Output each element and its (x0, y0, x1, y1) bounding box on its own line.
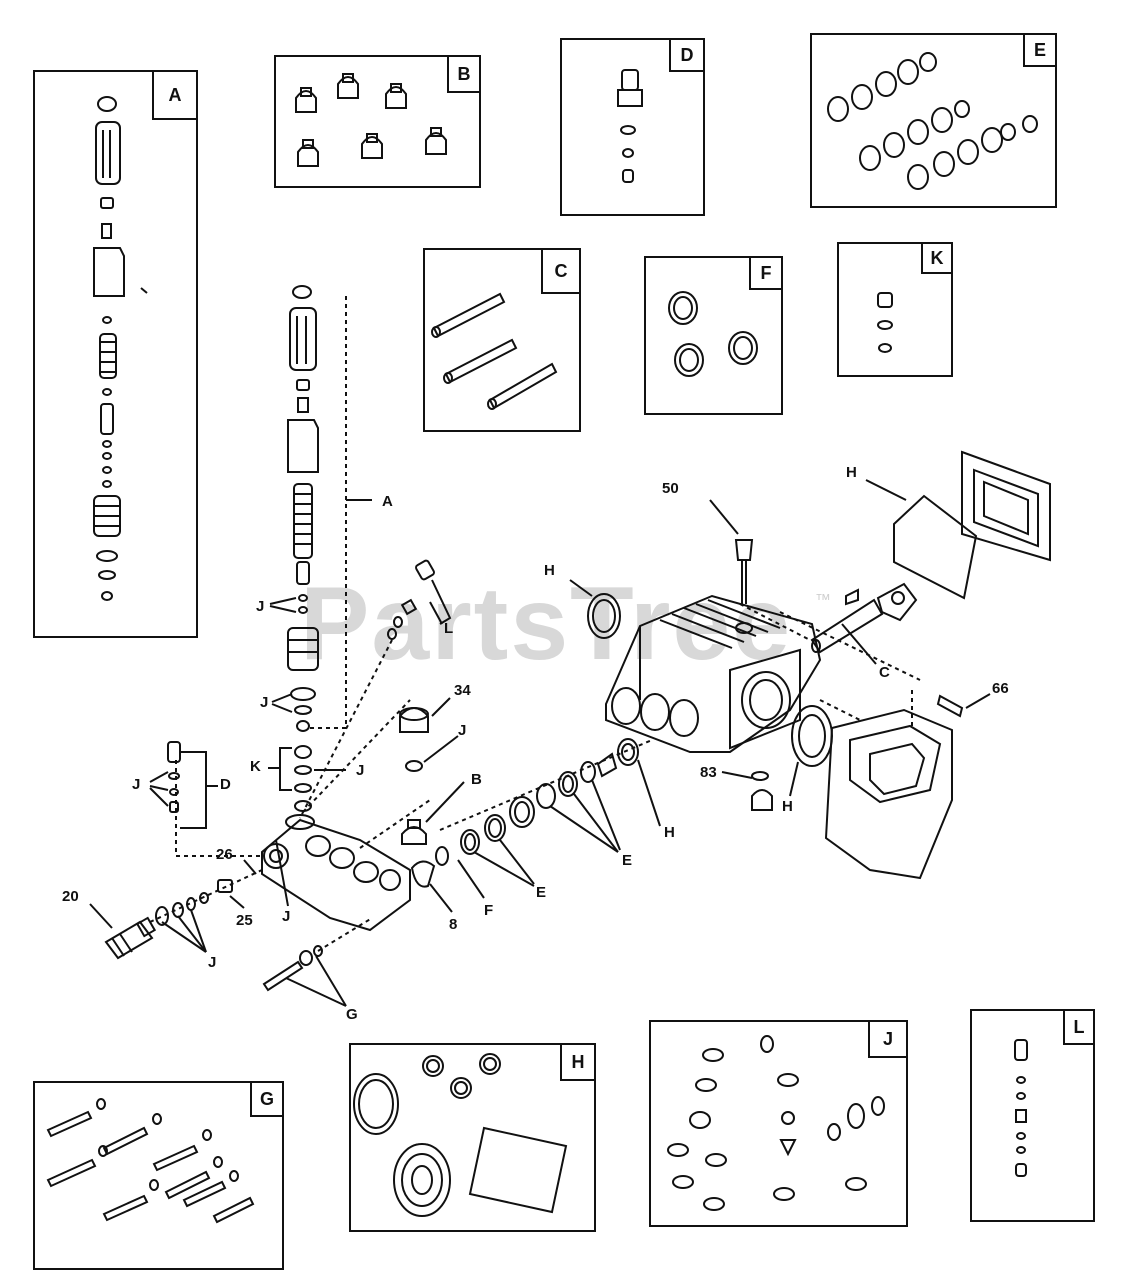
kit-e-parts (827, 52, 1038, 190)
kit-label-b: B (447, 55, 481, 93)
kit-b-parts (295, 73, 447, 167)
kit-box-f: F (644, 256, 783, 415)
callout-j-manifold: J (282, 908, 291, 925)
callout-j-plug: J (458, 722, 467, 739)
callout-h-seal-front: H (664, 824, 675, 841)
callout-20: 20 (62, 888, 79, 905)
callout-a: A (382, 493, 393, 510)
kit-box-b: B (274, 55, 481, 188)
kit-box-l: L (970, 1009, 1095, 1222)
watermark: PartsTree (300, 566, 793, 682)
kit-label-h: H (560, 1043, 596, 1081)
kit-label-g: G (250, 1081, 284, 1117)
kit-label-l: L (1063, 1009, 1095, 1045)
callout-f: F (484, 902, 494, 919)
rear-cover-and-gasket (779, 450, 1051, 681)
callout-25: 25 (236, 912, 253, 929)
callout-e-lower: E (536, 884, 547, 901)
callout-e-upper: E (622, 852, 633, 869)
callout-h-gasket: H (846, 464, 857, 481)
leader-lines (161, 597, 346, 953)
kit-l-stack (299, 559, 452, 819)
callout-34: 34 (454, 682, 471, 699)
kit-label-e: E (1023, 33, 1057, 67)
callout-8: 8 (449, 916, 458, 933)
kit-box-k: K (837, 242, 953, 377)
kit-a-parts (93, 96, 148, 601)
manifold (175, 699, 431, 932)
callout-l: L (444, 620, 454, 637)
crankcase (569, 499, 822, 753)
callout-66: 66 (992, 680, 1009, 697)
kit-k-parts (877, 292, 893, 353)
kit-c-parts (431, 292, 558, 410)
kit-d-parts (617, 69, 643, 183)
callout-h-side-cover: H (544, 562, 555, 579)
kit-l-parts (1014, 1039, 1028, 1177)
callout-k: K (250, 758, 261, 775)
callout-c: C (879, 664, 890, 681)
callout-50: 50 (662, 480, 679, 497)
callout-j-inlet: J (208, 954, 217, 971)
kit-label-d: D (669, 38, 705, 72)
manifold-bolt (262, 917, 373, 1007)
callout-j-valve-3: J (356, 762, 365, 779)
kit-f-parts (668, 291, 758, 377)
kit-label-j: J (868, 1020, 908, 1058)
callout-26: 26 (216, 846, 233, 863)
callout-j-valve-2: J (260, 694, 269, 711)
kit-j-parts (667, 1035, 885, 1211)
kit-label-a: A (152, 70, 198, 120)
mounting-flange (721, 690, 991, 880)
kit-box-e: E (810, 33, 1057, 208)
plug-34-and-cap (399, 697, 465, 845)
callout-b: B (471, 771, 482, 788)
callout-j-valve-1: J (256, 598, 265, 615)
callout-j-d-stack: J (132, 776, 141, 793)
kit-d-stack (149, 741, 218, 829)
kit-label-k: K (921, 242, 953, 274)
unloader-valve-stack (287, 285, 372, 812)
kit-h-parts (353, 1053, 568, 1217)
kit-box-g: G (33, 1081, 284, 1270)
watermark-trademark: ™ (815, 592, 831, 609)
kit-label-c: C (541, 248, 581, 294)
piston-seal-stack (410, 738, 661, 913)
callout-h-seal-rear: H (782, 798, 793, 815)
kit-box-c: C (423, 248, 581, 432)
kit-g-parts (46, 1098, 255, 1224)
callout-d: D (220, 776, 231, 793)
callout-g: G (346, 1006, 358, 1023)
callout-83: 83 (700, 764, 717, 781)
kit-label-f: F (749, 256, 783, 290)
